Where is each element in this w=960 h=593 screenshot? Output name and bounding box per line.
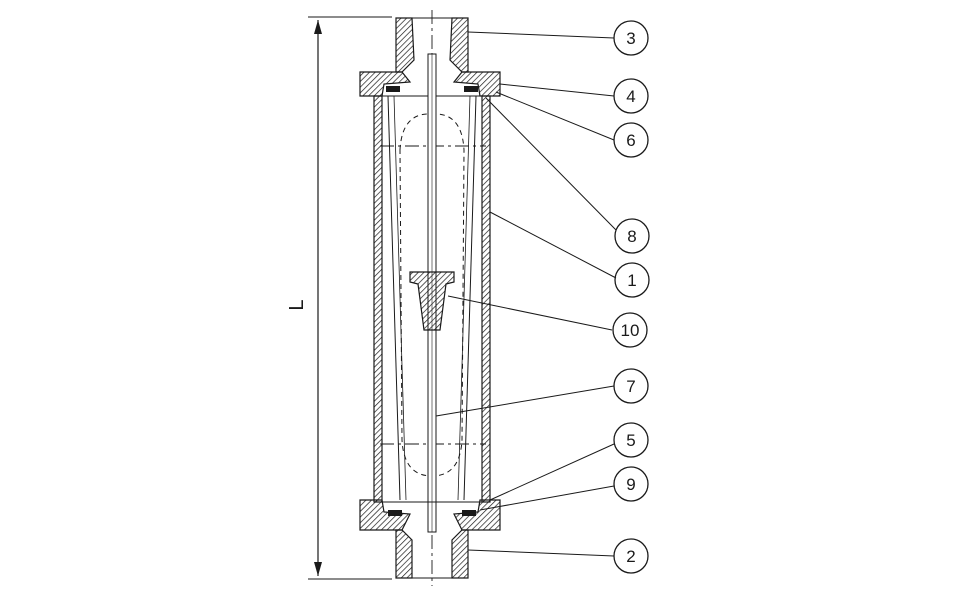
length-dimension: L xyxy=(286,16,392,580)
callout-2: 2 xyxy=(613,538,649,574)
float xyxy=(409,271,455,331)
bottom-gasket-right xyxy=(462,510,476,516)
top-gasket-left xyxy=(386,86,400,92)
bottom-flange xyxy=(359,499,501,531)
callout-3-label: 3 xyxy=(626,29,635,48)
leader-lines xyxy=(435,31,617,557)
callout-10-label: 10 xyxy=(621,321,640,340)
callout-9-label: 9 xyxy=(626,475,635,494)
callout-8: 8 xyxy=(614,218,650,254)
callout-7: 7 xyxy=(613,368,649,404)
callout-1: 1 xyxy=(614,262,650,298)
glass-tube xyxy=(373,95,491,503)
callout-5: 5 xyxy=(613,422,649,458)
bottom-gasket-left xyxy=(388,510,402,516)
callout-3: 3 xyxy=(613,20,649,56)
callout-1-label: 1 xyxy=(627,271,636,290)
callout-7-label: 7 xyxy=(626,377,635,396)
callout-5-label: 5 xyxy=(626,431,635,450)
callout-8-label: 8 xyxy=(627,227,636,246)
dimension-label-L: L xyxy=(286,299,308,310)
top-gasket-right xyxy=(464,86,478,92)
callout-2-label: 2 xyxy=(626,547,635,566)
callout-6-label: 6 xyxy=(626,131,635,150)
callout-9: 9 xyxy=(613,466,649,502)
top-flange xyxy=(359,71,501,97)
callout-6: 6 xyxy=(613,122,649,158)
callout-4-label: 4 xyxy=(626,87,635,106)
bottom-nozzle xyxy=(395,529,469,579)
callout-4: 4 xyxy=(613,78,649,114)
callout-10: 10 xyxy=(612,312,648,348)
